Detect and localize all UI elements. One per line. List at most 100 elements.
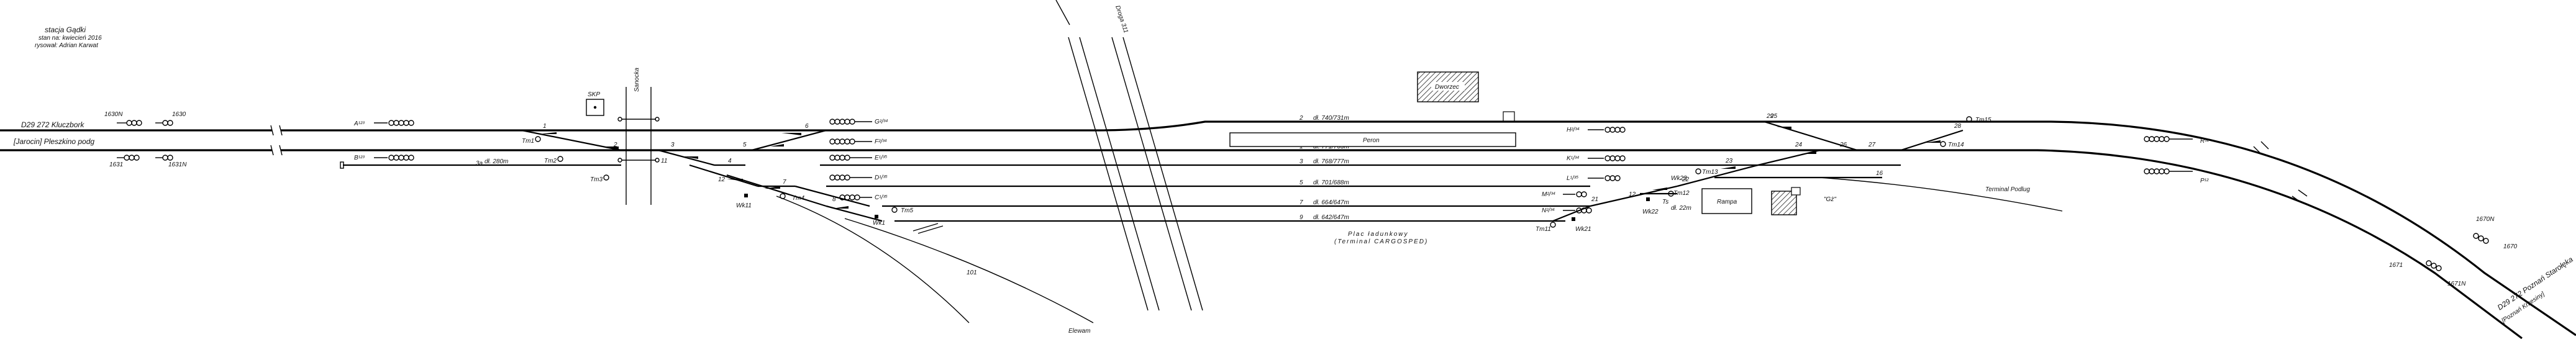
tm5-icon (891, 207, 898, 213)
signal-wk1-label: Wk1 (873, 220, 885, 227)
track-7-number: 7 (1299, 199, 1303, 206)
wk1-icon (875, 215, 878, 219)
switch-25-26-diag (1764, 120, 1858, 151)
wk11-icon (744, 194, 748, 197)
spur-lower (776, 196, 970, 323)
block-code-1670: 1670 (2503, 243, 2518, 250)
svg-text:23: 23 (1725, 158, 1733, 164)
svg-text:2: 2 (613, 142, 617, 148)
main-track-upper-right (1901, 120, 2576, 336)
plac-terminal-label: (Terminal CARGOSPED) (1334, 238, 1428, 245)
rampa-label: Rampa (1717, 199, 1737, 205)
signal-tm14-label: Tm14 (1948, 142, 1964, 148)
svg-text:28: 28 (1954, 123, 1962, 130)
track-9-length: dł. 642/647m (1313, 214, 1349, 221)
signal-wk11-label: Wk11 (736, 202, 752, 209)
signal-wk23-label: Wk23 (1671, 175, 1687, 182)
block-code-1631: 1631 (109, 161, 123, 168)
platform-end-shelter (1503, 111, 1515, 122)
crossing-gate-icon (617, 117, 660, 163)
signal-wk22-label: Wk22 (1642, 209, 1659, 215)
plac-label: Plac ładunkowy (1348, 231, 1408, 238)
block-signal-icon (117, 120, 173, 161)
station-name: stacja Gądki (45, 25, 86, 34)
svg-text:21: 21 (1591, 196, 1598, 203)
track-12-label: 12 (1629, 191, 1636, 198)
switch-7-diag (794, 185, 870, 207)
tm11-icon (1550, 222, 1556, 228)
tm13-icon (1695, 168, 1701, 174)
switch-1-2-diag (521, 129, 622, 151)
wk22-icon (1646, 197, 1650, 201)
signal-tm2-label: Tm2 (544, 158, 557, 164)
signal-tm4-label: Tm4 (792, 195, 804, 202)
svg-text:1: 1 (543, 123, 547, 130)
track-5-length: dł. 701/688m (1313, 179, 1349, 186)
switch-23-diag (1677, 164, 1759, 187)
line-break-marks-right (2253, 141, 2308, 203)
track-3-number: 3 (1299, 158, 1303, 165)
signal-r-label: R¹² (2200, 138, 2210, 145)
gz-label: "Gż" (1824, 196, 1836, 203)
svg-text:27: 27 (1868, 142, 1876, 148)
svg-text:7: 7 (783, 179, 786, 186)
road-droga-311 (1068, 37, 1203, 311)
svg-text:5: 5 (743, 142, 747, 148)
switch-4-6-diag (751, 129, 827, 151)
platform-label: Peron (1363, 137, 1380, 144)
track-3-length: dł. 768/777m (1313, 158, 1349, 165)
block-signal-right-icon (2426, 233, 2489, 271)
switch-frog-icons-right (1652, 127, 1941, 190)
skp-box (586, 99, 604, 116)
gauge-change-mark-icon (913, 223, 944, 234)
buffer-stop-icon (340, 161, 344, 169)
switch-11-diag (689, 164, 758, 187)
signal-f-label: F²/³⁴ (875, 138, 887, 145)
track-5-number: 5 (1299, 179, 1303, 186)
platform-peron (1229, 132, 1516, 147)
svg-text:12: 12 (718, 176, 726, 183)
exit-signal-p-icon (2144, 168, 2193, 174)
gz-annex (1791, 187, 1801, 196)
signal-g-label: G²/³⁴ (875, 119, 888, 125)
signal-e-label: E¹/³⁵ (875, 155, 887, 161)
tm1-icon (535, 136, 541, 142)
signal-label-a: A¹²³ (353, 120, 365, 127)
switch-numbers-right: 21 22 23 24 25 26 27 28 29 (1591, 113, 1962, 203)
track-2-length: dł. 740/731m (1313, 115, 1349, 122)
switch-27-28-diag (1900, 129, 1964, 151)
block-code-1630: 1630 (172, 111, 186, 118)
block-code-1671n: 1671N (2447, 281, 2466, 287)
switch-12-diag (726, 174, 827, 207)
signal-h-label: H²/³⁴ (1567, 127, 1580, 133)
signal-ts-length: dł. 22m (1671, 205, 1691, 212)
svg-text:6: 6 (805, 123, 809, 130)
skp-dot-icon (593, 106, 597, 109)
block-code-1670n: 1670N (2476, 216, 2495, 223)
track-7-length: dł. 664/647m (1313, 199, 1349, 206)
road-droga-label: Droga 311 (1114, 5, 1129, 34)
mid-signals-right-group (1563, 127, 1626, 214)
svg-text:24: 24 (1795, 142, 1803, 148)
switch-numbers: 1 2 3 4 5 6 7 8 11 12 (543, 123, 836, 203)
svg-text:22: 22 (1682, 176, 1690, 183)
svg-text:3: 3 (671, 142, 675, 148)
elewam-label: Elewam (1068, 328, 1091, 335)
mid-signals-left-group (829, 119, 872, 201)
track-9-number: 9 (1299, 214, 1303, 221)
signal-label-b: B¹²³ (354, 155, 365, 161)
main-track-lower-right (1901, 149, 2523, 340)
switch-21-diag (1552, 205, 1591, 222)
signal-tm13-label: Tm13 (1702, 169, 1718, 176)
switch-3-diag (658, 149, 715, 166)
signal-l-label: L¹/³⁵ (1567, 175, 1578, 182)
signal-tm15-label: Tm15 (1975, 117, 1991, 124)
exit-signal-r-icon (2144, 136, 2193, 142)
signal-m-label: M²/³⁴ (1542, 191, 1555, 198)
skp-label: SKP (588, 91, 600, 98)
signal-wk21-label: Wk21 (1575, 226, 1591, 233)
track-101-label: 101 (967, 269, 977, 276)
station-building-label-bg (1431, 82, 1465, 91)
track-101 (844, 218, 1094, 323)
